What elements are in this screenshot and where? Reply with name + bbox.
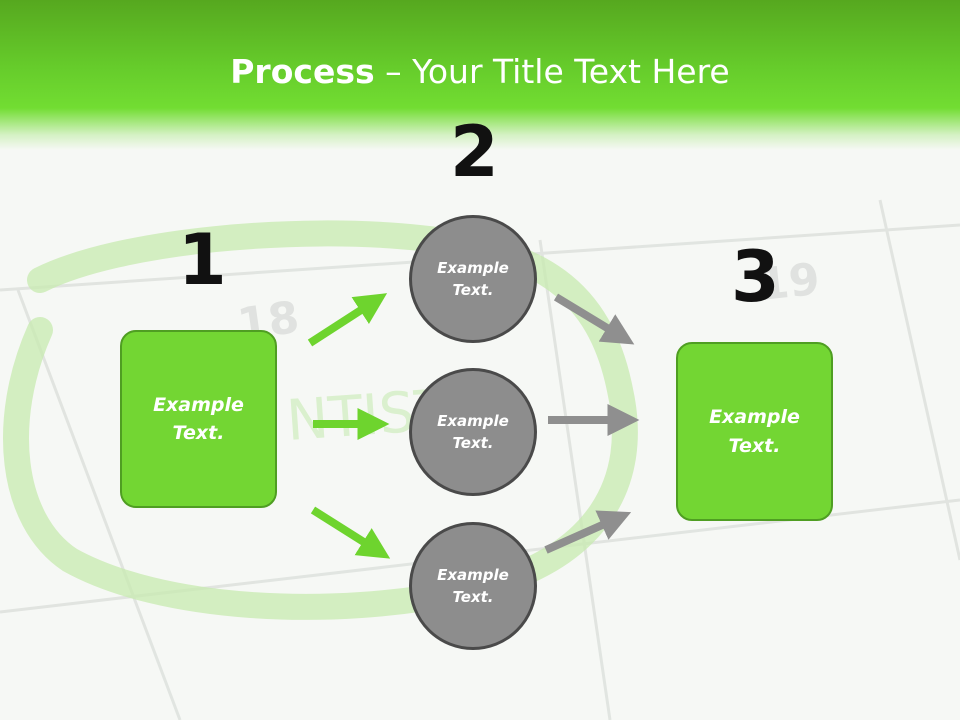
process-circle-middle-text: Example Text. xyxy=(437,411,509,453)
svg-text:19: 19 xyxy=(756,254,822,311)
title-banner xyxy=(0,0,960,150)
process-circle-middle: Example Text. xyxy=(409,368,537,496)
arrow-bottom-to-right xyxy=(544,510,632,554)
title-bold: Process xyxy=(230,52,375,91)
title-rest: – Your Title Text Here xyxy=(374,52,730,91)
process-circle-top-text: Example Text. xyxy=(437,258,509,300)
step-number-1: 1 xyxy=(178,219,227,301)
process-circle-bottom: Example Text. xyxy=(409,522,537,650)
process-circle-top: Example Text. xyxy=(409,215,537,343)
arrow-left-to-bottom xyxy=(310,506,391,559)
process-circle-bottom-text: Example Text. xyxy=(437,565,509,607)
step-number-3: 3 xyxy=(731,236,780,318)
arrow-top-to-right xyxy=(553,293,635,345)
process-box-right: Example Text. xyxy=(676,342,833,521)
page-title: Process – Your Title Text Here xyxy=(0,52,960,91)
arrow-left-to-top xyxy=(307,293,388,347)
process-box-left: Example Text. xyxy=(120,330,277,508)
step-number-2: 2 xyxy=(450,111,499,193)
process-box-right-text: Example Text. xyxy=(709,406,800,457)
process-box-left-text: Example Text. xyxy=(153,393,244,445)
